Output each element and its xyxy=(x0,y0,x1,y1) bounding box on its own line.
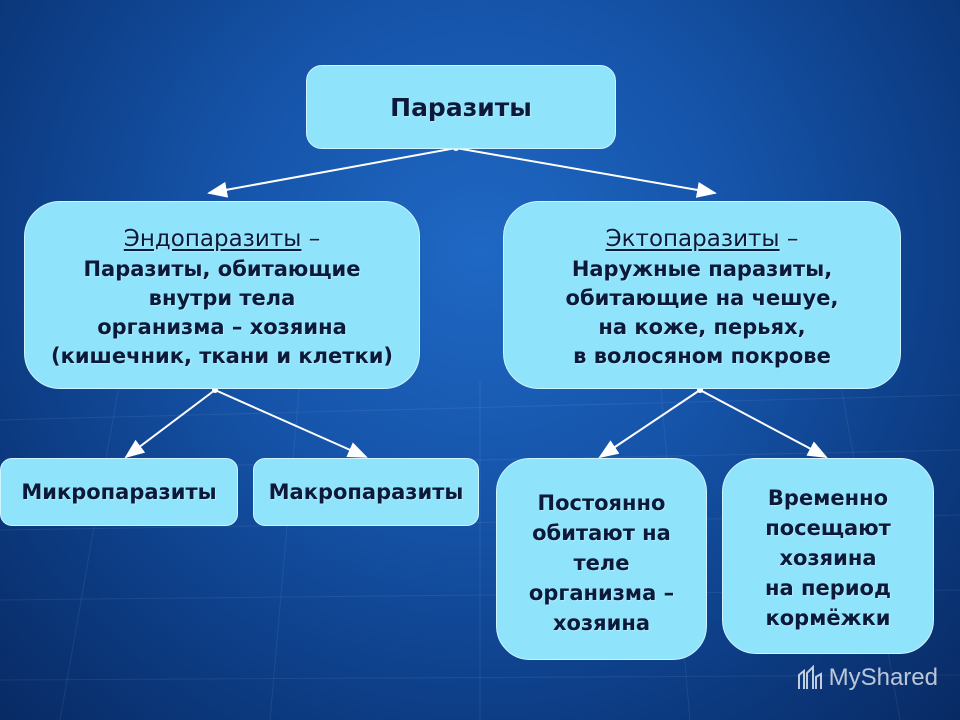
endo-title-line: Эндопаразиты – xyxy=(124,224,320,255)
ectoparasites-node: Эктопаразиты – Наружные паразиты, обитаю… xyxy=(503,201,901,389)
temporary-parasites-node: Временно посещают хозяина на период корм… xyxy=(722,458,934,654)
myshared-watermark: MyShared xyxy=(795,664,938,692)
endo-dash: – xyxy=(301,225,321,252)
watermark-text: MyShared xyxy=(828,664,938,691)
ecto-line-3: на коже, перьях, xyxy=(598,314,806,339)
ecto-line-1: Наружные паразиты, xyxy=(571,256,833,281)
endo-line-4: (кишечник, ткани и клетки) xyxy=(50,343,394,368)
parasites-root-node: Паразиты xyxy=(306,65,616,149)
arrow-ecto-to-temporary xyxy=(699,389,828,458)
perm-line-2: обитают на xyxy=(532,521,671,545)
perm-line-4: организма – xyxy=(528,581,675,605)
endo-line-1: Паразиты, обитающие xyxy=(83,256,361,281)
arrow-ecto-to-permanent xyxy=(598,389,701,459)
ecto-line-2: обитающие на чешуе, xyxy=(565,285,839,310)
myshared-logo-icon xyxy=(797,665,822,689)
arrow-root-to-ecto xyxy=(455,147,717,198)
perm-line-3: теле xyxy=(573,551,630,575)
macroparasites-node: Макропаразиты xyxy=(253,458,479,526)
ecto-title: Эктопаразиты xyxy=(605,225,780,252)
temp-line-3: хозяина xyxy=(779,546,877,570)
endo-title: Эндопаразиты xyxy=(123,225,302,252)
arrow-endo-to-micro xyxy=(124,389,216,459)
perm-line-1: Постоянно xyxy=(537,491,666,515)
temp-line-4: на период xyxy=(765,576,891,600)
endo-line-3: организма – хозяина xyxy=(97,314,347,339)
root-label: Паразиты xyxy=(390,92,532,122)
endo-line-2: внутри тела xyxy=(148,285,296,310)
temp-line-1: Временно xyxy=(767,486,889,510)
arrow-endo-to-macro xyxy=(214,389,368,458)
perm-line-5: хозяина xyxy=(552,611,651,635)
temp-line-5: кормёжки xyxy=(765,606,891,630)
permanent-parasites-node: Постоянно обитают на теле организма – хо… xyxy=(496,458,707,660)
micro-label: Микропаразиты xyxy=(21,480,217,504)
endoparasites-node: Эндопаразиты – Паразиты, обитающие внутр… xyxy=(24,201,420,389)
temp-line-2: посещают xyxy=(765,516,891,540)
macro-label: Макропаразиты xyxy=(268,480,464,504)
microparasites-node: Микропаразиты xyxy=(0,458,238,526)
ecto-title-line: Эктопаразиты – xyxy=(606,224,799,255)
ecto-line-4: в волосяном покрове xyxy=(573,343,831,368)
arrow-root-to-endo xyxy=(207,147,457,198)
ecto-dash: – xyxy=(779,225,799,252)
